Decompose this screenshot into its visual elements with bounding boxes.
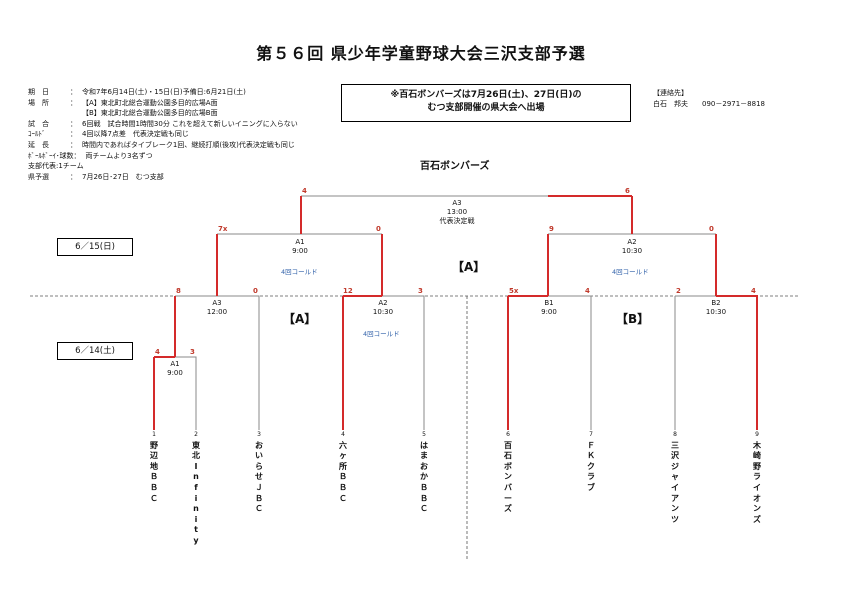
info-row: 場 所：【A】東北町北総合運動公園多目的広場A面	[28, 98, 218, 107]
team-number: 6	[506, 431, 510, 438]
team-number: 9	[755, 431, 759, 438]
match-qf-a2: A2 10:30	[372, 299, 394, 316]
team-number: 8	[673, 431, 677, 438]
score-qf-b2-left: 2	[676, 287, 681, 295]
score-qf-a2-right: 3	[418, 287, 423, 295]
notice-box: ※百石ボンバーズは7月26日(土)、27日(日)の むつ支部開催の県大会へ出場	[341, 84, 631, 122]
match-semi-right: A2 10:30	[621, 238, 643, 255]
info-row: 【B】東北町北総合運動公園多目的広場B面	[82, 109, 218, 118]
section-label-final: 【A】	[452, 260, 486, 274]
score-semi-right-right: 0	[709, 225, 714, 233]
info-row: ｺｰﾙﾄﾞ：4回以降7点差 代表決定戦も同じ	[28, 130, 189, 139]
team-6: 6 百石ボンバーズ	[501, 430, 515, 515]
contact-info: 【連絡先】 白石 邦夫 090－2971－8818	[653, 88, 765, 110]
team-name: 木崎野ライオンズ	[753, 440, 761, 524]
contact-name: 白石 邦夫	[653, 100, 688, 108]
info-row: ﾎﾞｰﾙﾎﾞｰｲ･球数：両チームより3名ずつ	[28, 151, 153, 160]
match-final: A3 13:00 代表決定戦	[439, 199, 475, 225]
score-qf-a2-left: 12	[343, 287, 353, 295]
page-title: 第５６回 県少年学童野球大会三沢支部予選	[256, 44, 586, 63]
match-semi-left: A1 9:00	[292, 238, 308, 255]
losing-paths	[154, 195, 757, 430]
winner-team: 百石ボンバーズ	[420, 161, 490, 172]
score-final-right: 6	[625, 187, 630, 195]
team-number: 3	[257, 431, 261, 438]
info-row: 期 日：令和7年6月14日(土)・15日(日)予備日:6月21日(土)	[28, 88, 246, 96]
match-r1-a1: A1 9:00	[167, 360, 183, 377]
score-r1-left: 4	[155, 348, 160, 356]
notice-line-2: むつ支部開催の県大会へ出場	[427, 103, 545, 113]
notice-line-1: ※百石ボンバーズは7月26日(土)、27日(日)の	[390, 90, 582, 100]
team-number: 1	[152, 431, 156, 438]
date-box-day1: 6／14(土)	[57, 342, 133, 360]
score-qf-a3-right: 0	[253, 287, 258, 295]
winning-paths	[153, 195, 758, 430]
team-name: 三沢ジャイアンツ	[671, 440, 679, 524]
info-row: 試 合：6回戦 試合時間1時間30分 これを超えて新しいイニングに入らない	[28, 119, 298, 128]
score-semi-left-left: 7x	[218, 225, 228, 233]
team-number: 2	[194, 431, 198, 438]
section-label-b: 【B】	[616, 312, 650, 326]
match-qf-b2: B2 10:30	[705, 299, 727, 316]
match-qf-a3: A3 12:00	[206, 299, 228, 316]
info-row: 支部代表:1チーム	[28, 162, 84, 171]
team-number: 4	[341, 431, 345, 438]
tournament-info: 期 日：令和7年6月14日(土)・15日(日)予備日:6月21日(土) 場 所：…	[28, 87, 298, 182]
score-qf-b2-right: 4	[751, 287, 756, 295]
score-r1-right: 3	[190, 348, 195, 356]
score-final-left: 4	[302, 187, 307, 195]
called-game-note: 4回コールド	[612, 268, 649, 276]
team-9: 9 木崎野ライオンズ	[750, 430, 764, 525]
score-qf-b1-right: 4	[585, 287, 590, 295]
score-qf-a3-left: 8	[176, 287, 181, 295]
team-8: 8 三沢ジャイアンツ	[668, 430, 682, 525]
team-number: 7	[589, 431, 593, 438]
called-game-note: 4回コールド	[363, 330, 400, 338]
date-box-day2: 6／15(日)	[57, 238, 133, 256]
section-label-a: 【A】	[283, 312, 317, 326]
score-qf-b1-left: 5x	[509, 287, 519, 295]
team-number: 5	[422, 431, 426, 438]
info-row: 延 長：時間内であればタイブレーク1回、継続打順(後攻)代表決定戦も同じ	[28, 140, 295, 149]
contact-heading: 【連絡先】	[653, 89, 688, 97]
info-row: 県予選：7月26日･27日 むつ支部	[28, 172, 164, 181]
team-name: 百石ボンバーズ	[504, 440, 512, 514]
score-semi-left-right: 0	[376, 225, 381, 233]
contact-phone: 090－2971－8818	[702, 100, 765, 108]
score-semi-right-left: 9	[549, 225, 554, 233]
called-game-note: 4回コールド	[281, 268, 318, 276]
match-qf-b1: B1 9:00	[541, 299, 557, 316]
